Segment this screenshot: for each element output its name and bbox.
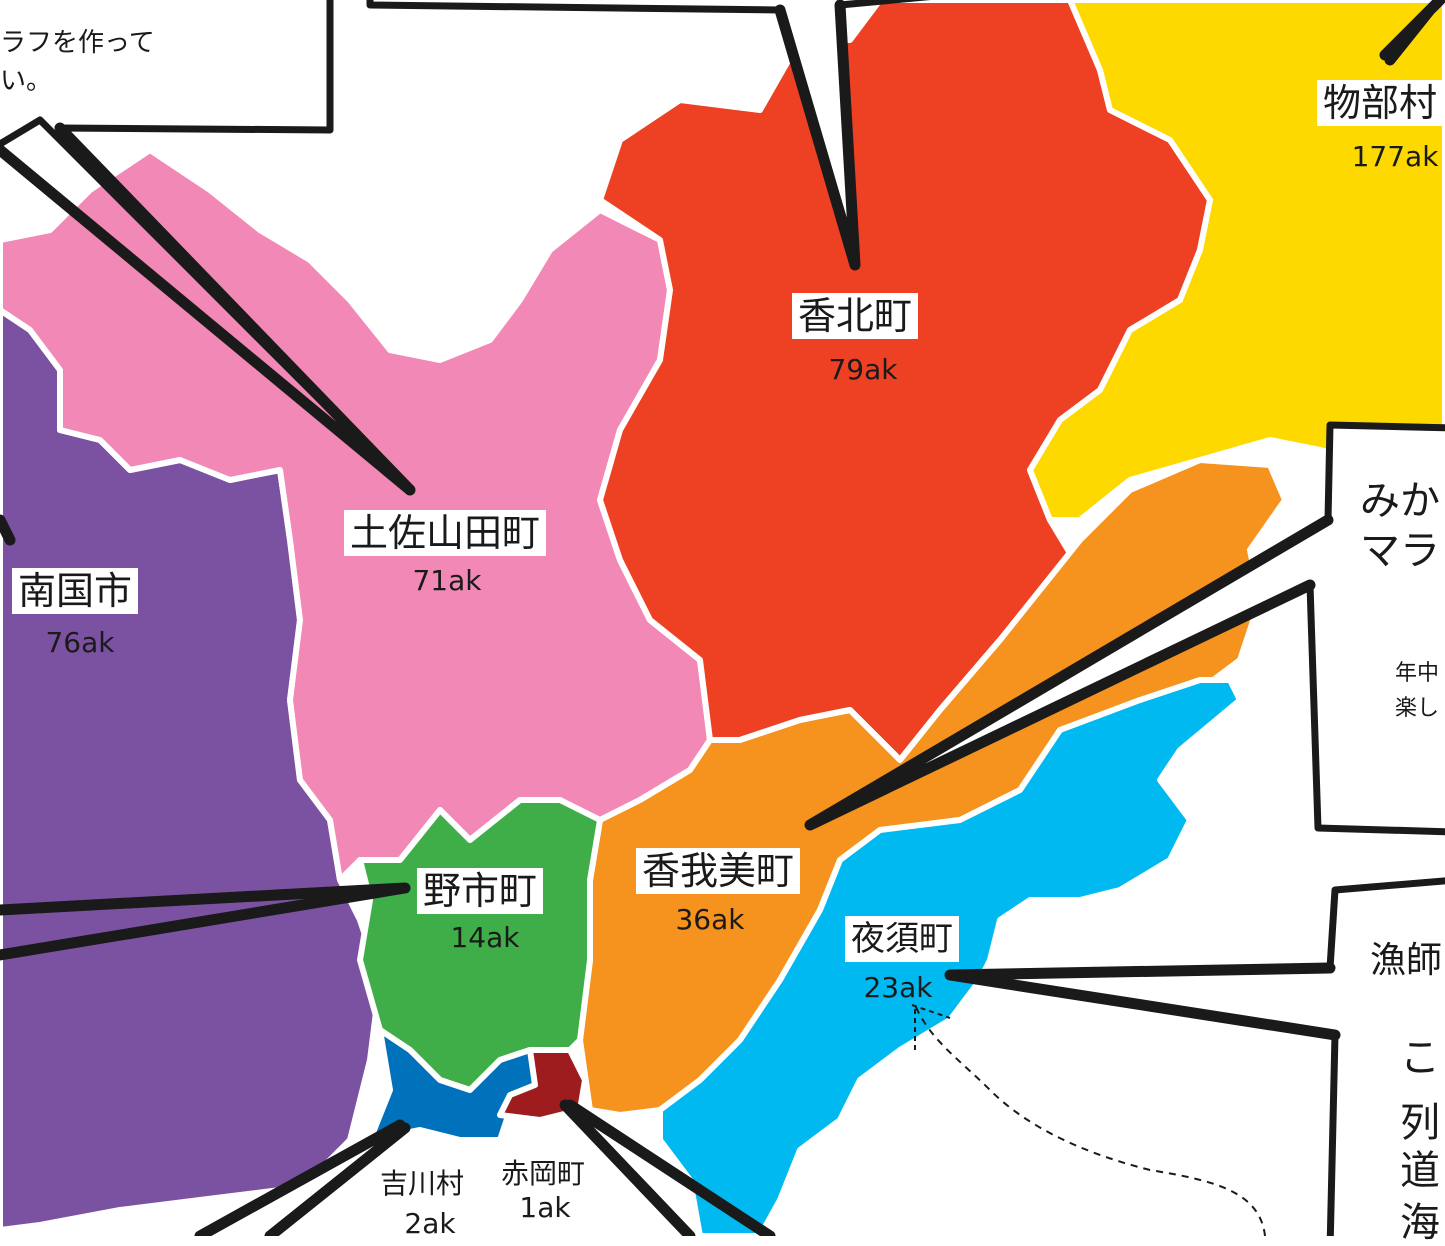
label-tosayamada-distance: 71ak: [412, 564, 482, 597]
label-kahoku-distance: 79ak: [828, 353, 898, 386]
bubble-right-bottom-body1: こ: [1400, 1035, 1440, 1081]
label-yasu-distance: 23ak: [863, 971, 933, 1004]
route-dashed-line: [914, 1004, 1266, 1236]
bubble-right-bottom-body3: 道: [1400, 1148, 1440, 1194]
bubble-right-bottom-title: 漁師: [1370, 940, 1443, 981]
callout-yasu: [944, 962, 1341, 1041]
bubble-top-left-line2: い。: [0, 66, 53, 96]
label-noichi-name: 野市町: [416, 868, 544, 914]
bubble-right-middle-title2: マラ: [1360, 528, 1440, 574]
bubble-right-bottom-body2: 列: [1400, 1100, 1440, 1146]
label-kagami-name: 香我美町: [635, 848, 801, 894]
callout-kahoku: [774, 0, 861, 271]
label-monobe-distance: 177ak: [1351, 140, 1439, 173]
label-yasu-name: 夜須町: [845, 916, 959, 962]
label-akaoka-name: 赤岡町: [500, 1157, 586, 1190]
callout-noichi: [0, 882, 411, 961]
bubble-right-middle-title1: みか: [1360, 478, 1440, 524]
label-kahoku-name: 香北町: [791, 293, 919, 339]
label-yoshikawa-distance: 2ak: [404, 1207, 456, 1240]
bubble-right-middle-body1: 年中: [1395, 661, 1440, 686]
bubble-top-left-line1: ラフを作って: [0, 28, 155, 58]
label-nankoku-name: 南国市: [11, 568, 139, 614]
callout-nankoku: [0, 514, 16, 546]
label-tosayamada-name: 土佐山田町: [343, 510, 547, 556]
label-kagami-distance: 36ak: [675, 903, 745, 936]
label-nankoku-distance: 76ak: [45, 626, 115, 659]
callout-monobe: [1379, 0, 1445, 66]
bubble-right-middle-body2: 楽し: [1395, 696, 1440, 721]
route-arrow-icon: [911, 1004, 951, 1050]
bubble-right-bottom-body4: 海: [1400, 1200, 1440, 1246]
label-monobe-name: 物部村: [1316, 80, 1444, 126]
label-noichi-distance: 14ak: [450, 921, 520, 954]
callout-tosayamada: [0, 122, 416, 496]
label-yoshikawa-name: 吉川村: [379, 1167, 465, 1200]
callout-akaoka: [559, 1099, 776, 1236]
callout-yoshikawa: [194, 1119, 411, 1236]
label-akaoka-distance: 1ak: [519, 1191, 571, 1224]
bubble-right-bottom: [946, 877, 1445, 1236]
callout-kagami: [804, 514, 1334, 831]
